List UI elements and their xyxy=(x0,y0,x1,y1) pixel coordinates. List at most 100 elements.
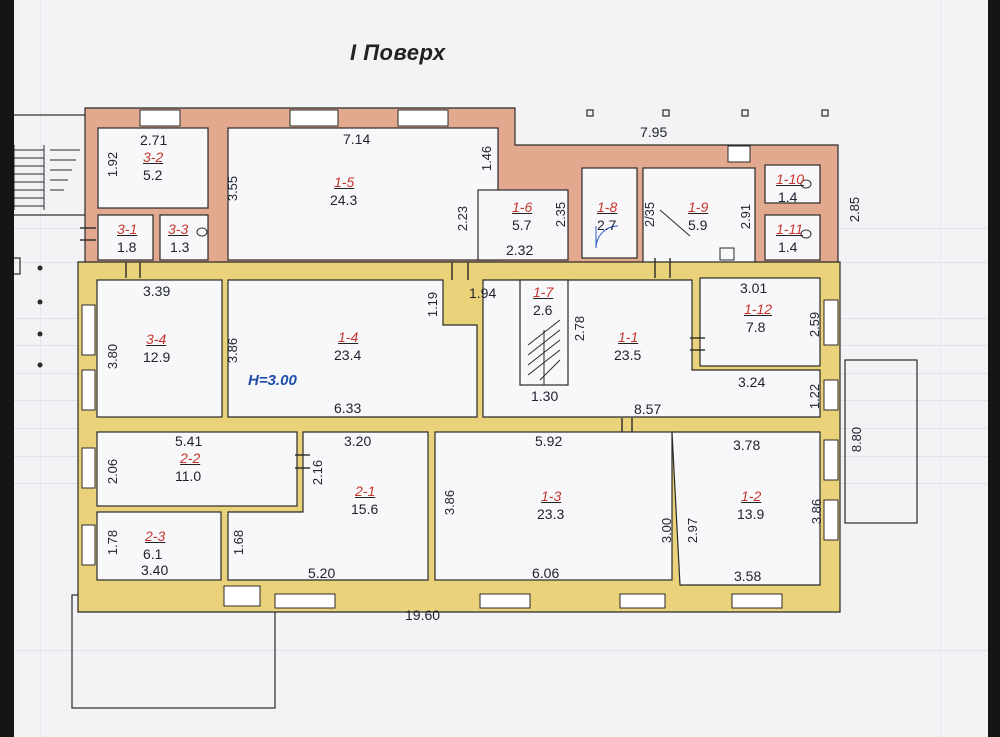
room-3-3-floor xyxy=(159,214,209,261)
dim-1-94: 1.94 xyxy=(469,285,497,301)
room-id-1-11: 1-11 xyxy=(776,221,803,237)
dim-5-20: 5.20 xyxy=(308,565,336,581)
dim-2-35-b: 2/35 xyxy=(642,201,658,228)
room-id-1-3: 1-3 xyxy=(541,488,562,504)
dim-2-78: 2.78 xyxy=(572,315,588,342)
dim-1-22: 1.22 xyxy=(807,383,823,410)
room-id-1-5: 1-5 xyxy=(334,174,355,190)
dim-2-97: 2.97 xyxy=(685,517,701,544)
room-area-1-7: 2.6 xyxy=(533,302,553,318)
dim-2-59: 2.59 xyxy=(807,311,823,338)
ceiling-height-label: H=3.00 xyxy=(248,372,297,389)
dim-5-41: 5.41 xyxy=(175,433,203,449)
room-area-1-1: 23.5 xyxy=(614,347,642,363)
room-id-1-8: 1-8 xyxy=(597,199,618,215)
room-id-1-4: 1-4 xyxy=(338,329,359,345)
dim-3-40: 3.40 xyxy=(141,562,169,578)
dim-1-46: 1.46 xyxy=(479,145,495,172)
dim-1-78: 1.78 xyxy=(105,529,121,556)
room-id-2-3: 2-3 xyxy=(145,528,166,544)
dim-3-86-a: 3.86 xyxy=(225,337,241,364)
dim-3-00: 3.00 xyxy=(659,517,675,544)
room-area-1-11: 1.4 xyxy=(778,239,798,255)
room-id-1-10: 1-10 xyxy=(776,171,805,187)
dim-5-92: 5.92 xyxy=(535,433,563,449)
windows xyxy=(81,109,839,609)
room-1-5-floor xyxy=(227,127,499,261)
room-area-1-5: 24.3 xyxy=(330,192,358,208)
dim-1-19: 1.19 xyxy=(425,291,441,318)
bullet-dots xyxy=(37,265,43,368)
dim-3-24: 3.24 xyxy=(738,374,766,390)
room-area-2-1: 15.6 xyxy=(351,501,379,517)
dim-6-06: 6.06 xyxy=(532,565,560,581)
dim-3-01: 3.01 xyxy=(740,280,768,296)
room-area-3-1: 1.8 xyxy=(117,239,137,255)
room-id-1-2: 1-2 xyxy=(741,488,762,504)
room-area-3-3: 1.3 xyxy=(170,239,190,255)
room-area-3-4: 12.9 xyxy=(143,349,171,365)
room-id-3-2: 3-2 xyxy=(143,149,164,165)
dim-6-33: 6.33 xyxy=(334,400,362,416)
room-1-2-floor xyxy=(671,431,821,586)
room-2-1-floor xyxy=(227,431,429,581)
room-id-3-3: 3-3 xyxy=(168,221,189,237)
dim-3-20: 3.20 xyxy=(344,433,372,449)
dim-2-32: 2.32 xyxy=(506,242,534,258)
room-id-3-4: 3-4 xyxy=(146,331,167,347)
dim-2-23: 2.23 xyxy=(455,205,471,232)
room-id-3-1: 3-1 xyxy=(117,221,138,237)
room-3-2-floor xyxy=(97,127,209,209)
dim-7-95: 7.95 xyxy=(640,124,668,140)
dim-3-78: 3.78 xyxy=(733,437,761,453)
photo-edge-right xyxy=(988,0,1000,737)
room-id-1-6: 1-6 xyxy=(512,199,533,215)
room-3-4-floor xyxy=(96,279,223,418)
room-area-1-12: 7.8 xyxy=(746,319,766,335)
room-area-1-10: 1.4 xyxy=(778,189,798,205)
dim-3-58: 3.58 xyxy=(734,568,762,584)
room-id-2-2: 2-2 xyxy=(180,450,201,466)
room-1-3-floor xyxy=(434,431,673,581)
room-area-1-4: 23.4 xyxy=(334,347,362,363)
dim-8-57: 8.57 xyxy=(634,401,662,417)
room-area-1-3: 23.3 xyxy=(537,506,565,522)
room-area-2-2: 11.0 xyxy=(175,468,202,484)
room-area-1-6: 5.7 xyxy=(512,217,532,233)
room-area-1-2: 13.9 xyxy=(737,506,765,522)
room-area-1-9: 5.9 xyxy=(688,217,708,233)
dim-2-16: 2.16 xyxy=(310,459,326,486)
room-3-1-floor xyxy=(97,214,154,261)
dim-2-71: 2.71 xyxy=(140,132,168,148)
dim-2-06: 2.06 xyxy=(105,458,121,485)
floor-title: I Поверх xyxy=(350,40,446,65)
dim-2-91: 2.91 xyxy=(738,203,754,230)
dim-1-30: 1.30 xyxy=(531,388,559,404)
door-marks xyxy=(80,227,705,469)
room-area-3-2: 5.2 xyxy=(143,167,163,183)
room-area-1-8: 2.7 xyxy=(597,217,617,233)
room-1-12-floor xyxy=(699,277,821,367)
dim-3-86-c: 3.86 xyxy=(809,498,825,525)
photo-edge-left xyxy=(0,0,14,737)
room-id-2-1: 2-1 xyxy=(355,483,376,499)
dim-3-55: 3.55 xyxy=(225,175,241,202)
stair-exterior xyxy=(13,145,80,210)
room-2-2-floor xyxy=(96,431,298,507)
dim-1-92: 1.92 xyxy=(105,151,121,178)
dim-19-60: 19.60 xyxy=(405,607,441,623)
fixtures xyxy=(595,225,619,249)
room-2-3-floor xyxy=(96,511,222,581)
room-1-4-floor xyxy=(227,279,478,418)
dim-3-86-b: 3.86 xyxy=(442,489,458,516)
dim-3-80: 3.80 xyxy=(105,343,121,370)
room-area-2-3: 6.1 xyxy=(143,546,163,562)
room-1-8-floor xyxy=(581,167,638,259)
inner-stair xyxy=(527,319,561,385)
room-1-6-floor xyxy=(477,189,569,261)
dim-3-39: 3.39 xyxy=(143,283,171,299)
room-id-1-9: 1-9 xyxy=(688,199,709,215)
dim-7-14: 7.14 xyxy=(343,131,371,147)
